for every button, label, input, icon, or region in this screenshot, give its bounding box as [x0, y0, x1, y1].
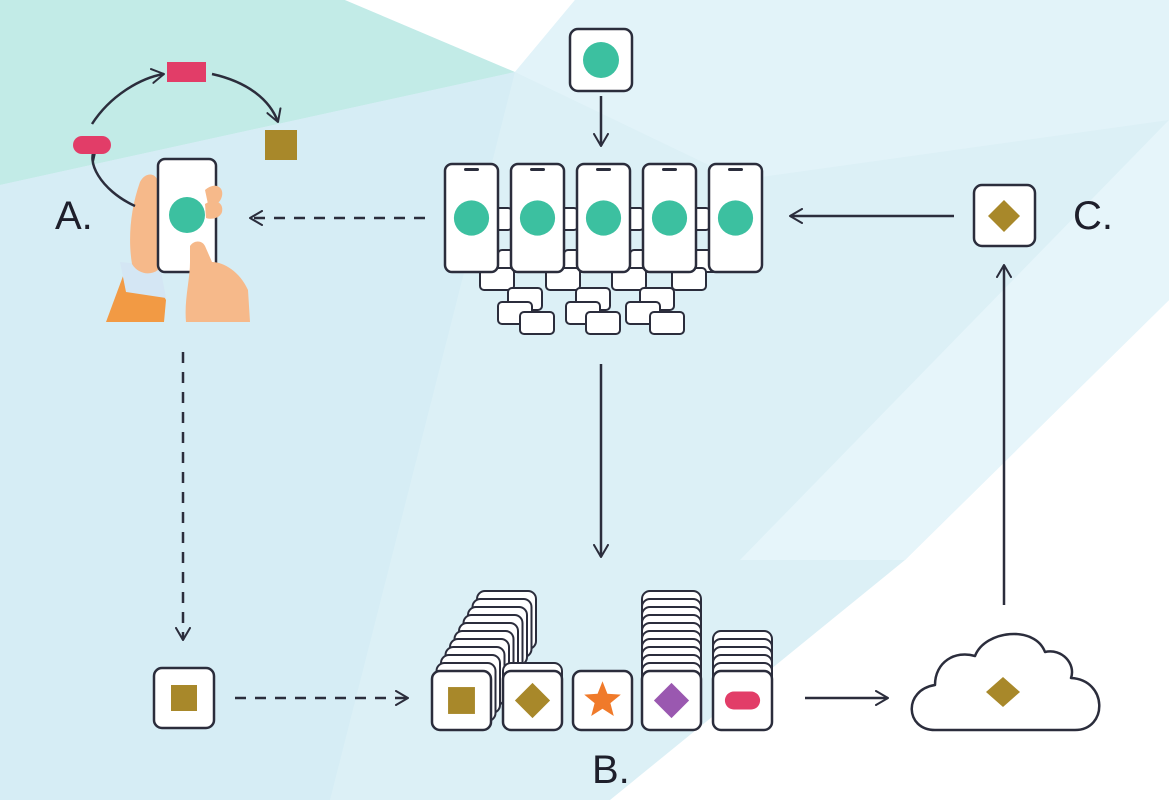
phone-stack-back-23	[585, 311, 621, 335]
source-circle-tile	[568, 27, 634, 93]
result-stack-3	[571, 669, 634, 732]
result-tile-stacks	[430, 590, 774, 732]
result-diamond-icon	[653, 682, 690, 719]
result-pill-icon	[724, 691, 761, 710]
phone-circle-icon	[519, 200, 556, 236]
phone-1	[443, 162, 500, 274]
arrows	[175, 96, 1012, 706]
phone-5	[707, 162, 764, 274]
phone-3	[575, 162, 632, 274]
phone-circle-icon	[717, 200, 754, 236]
phone-circle-icon	[651, 200, 688, 236]
phone-stack-back-24	[649, 311, 685, 335]
phone-stack-back-22	[519, 311, 555, 335]
phone-circle-icon	[453, 200, 490, 236]
hand-with-phone-icon	[106, 157, 250, 322]
result-square-icon	[448, 687, 475, 714]
result-star-icon	[584, 681, 621, 716]
result-stack-2	[501, 662, 564, 732]
result-stack-1	[430, 590, 537, 732]
cycle-icons	[73, 62, 297, 208]
result-diamond-icon	[514, 682, 551, 719]
phone-4	[641, 162, 698, 274]
phone-circle-icon	[585, 200, 622, 236]
result-stack-5	[711, 630, 774, 732]
cloud-icon	[910, 632, 1101, 732]
label-b: B.	[592, 748, 630, 792]
output-diamond-tile	[972, 183, 1037, 248]
label-a: A.	[55, 194, 93, 238]
upload-square-tile	[152, 666, 216, 730]
result-stack-4	[640, 590, 703, 732]
label-c: C.	[1073, 194, 1113, 238]
phone-2	[509, 162, 566, 274]
phone-stack-grid	[443, 162, 764, 335]
